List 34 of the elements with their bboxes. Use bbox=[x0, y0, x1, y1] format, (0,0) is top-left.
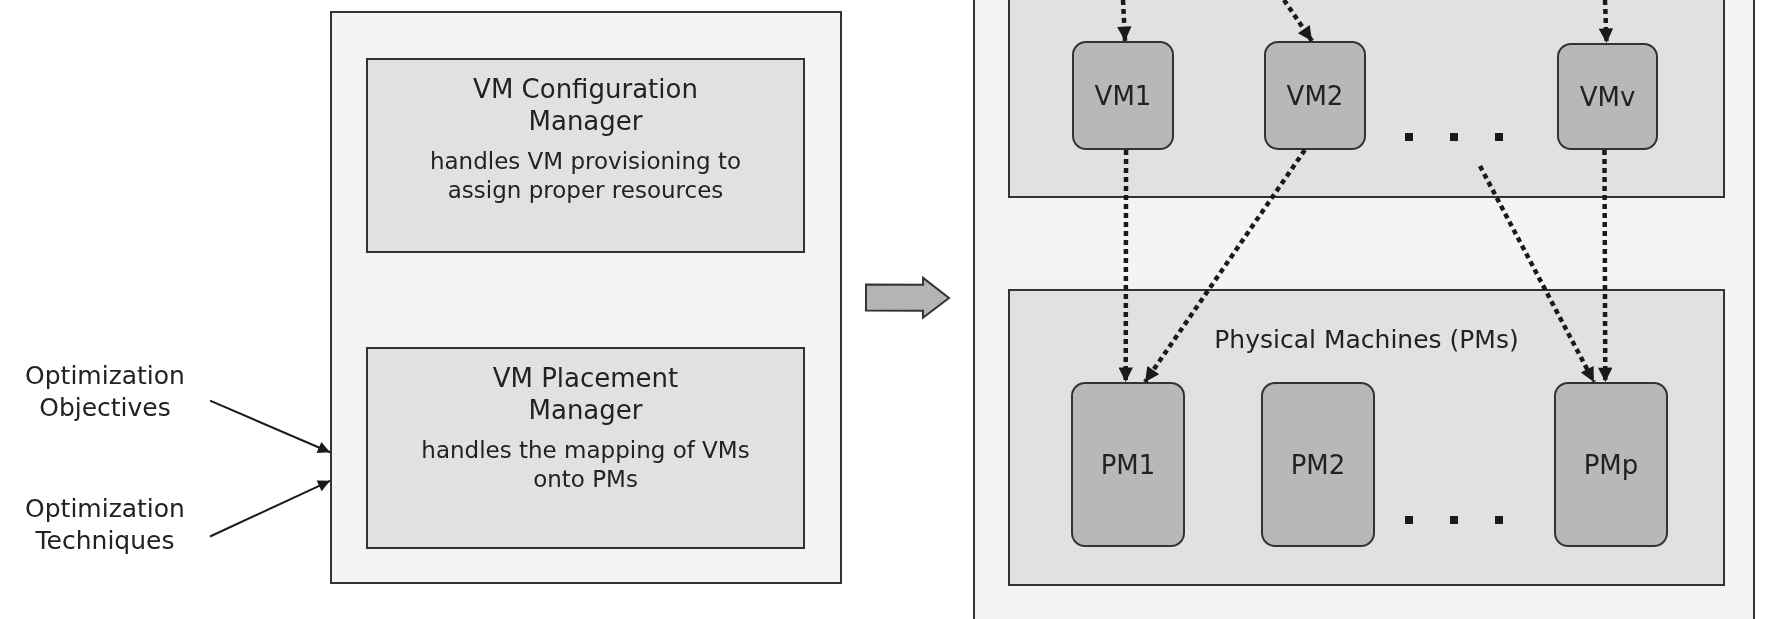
group-band bbox=[1008, 0, 1725, 198]
panel-box bbox=[330, 11, 842, 584]
arrow bbox=[1282, 0, 1314, 43]
arrow bbox=[209, 479, 331, 538]
machine-label: PMp bbox=[1583, 449, 1639, 480]
arrow bbox=[1118, 150, 1133, 382]
arrow bbox=[1143, 148, 1307, 384]
arrow bbox=[1478, 164, 1596, 384]
machine-label: VM1 bbox=[1094, 80, 1152, 111]
arrow bbox=[1117, 0, 1132, 42]
manager-description: handles the mapping of VMs onto PMs bbox=[420, 436, 751, 494]
manager-box bbox=[366, 347, 805, 549]
machine-box bbox=[1554, 382, 1668, 547]
machine-box bbox=[1264, 41, 1366, 150]
manager-box bbox=[366, 58, 805, 253]
group-band bbox=[1008, 289, 1725, 586]
machine-label: VM2 bbox=[1286, 80, 1344, 111]
input-label: Optimization Techniques bbox=[24, 492, 186, 557]
machine-label: PM2 bbox=[1290, 449, 1346, 480]
machine-label: PM1 bbox=[1100, 449, 1156, 480]
arrow bbox=[1598, 150, 1613, 382]
input-label: Optimization Objectives bbox=[24, 359, 186, 424]
arrow bbox=[209, 399, 331, 454]
arrow bbox=[1598, 0, 1614, 44]
machine-label: VMv bbox=[1579, 81, 1636, 112]
machine-box bbox=[1261, 382, 1375, 547]
manager-description: handles VM provisioning to assign proper resources bbox=[428, 147, 743, 205]
block-arrow bbox=[864, 275, 951, 320]
panel-box bbox=[973, 0, 1755, 619]
machine-box bbox=[1072, 41, 1174, 150]
machine-box bbox=[1071, 382, 1185, 547]
machine-box bbox=[1557, 43, 1658, 150]
manager-title: VM Placement Manager bbox=[491, 363, 680, 427]
manager-title: VM Configuration Manager bbox=[472, 74, 699, 138]
